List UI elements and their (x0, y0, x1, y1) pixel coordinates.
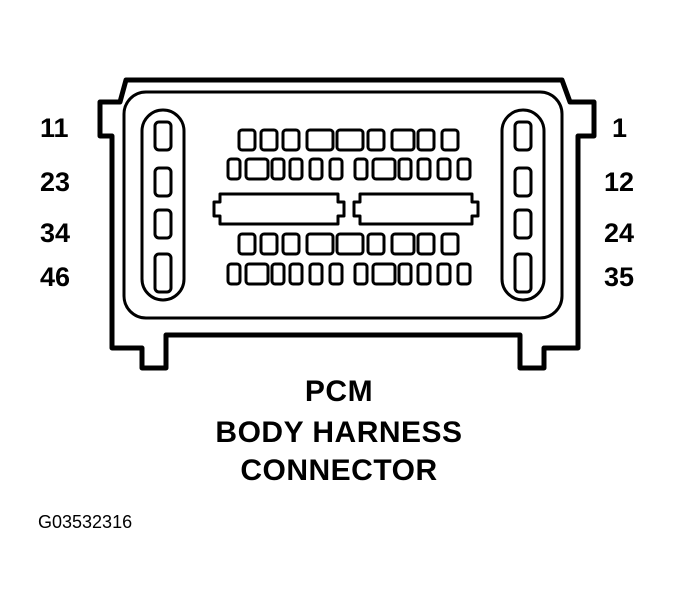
center-pin-cavity (371, 157, 397, 181)
center-pin-cavity (237, 128, 257, 152)
center-pin-cavity (390, 128, 416, 152)
center-pin-cavity (436, 157, 452, 181)
center-pin-cavity (440, 128, 460, 152)
center-pin-cavity (353, 262, 369, 286)
center-pin-cavity (308, 262, 324, 286)
center-pin-cavity (456, 262, 472, 286)
center-pin-cavity (270, 262, 286, 286)
center-pin-cavity (397, 157, 413, 181)
caption-line-2: BODY HARNESS (215, 416, 463, 449)
pin-label-right-row-1: 1 (612, 113, 628, 143)
pin-label-left-row-1: 11 (40, 113, 69, 143)
pin-label-left-row-3: 34 (40, 218, 71, 248)
center-pin-cavity (226, 262, 242, 286)
center-pin-cavity (226, 157, 242, 181)
left-column-pin-cavity (153, 120, 173, 152)
center-pin-cavity (390, 232, 416, 256)
center-pin-cavity (366, 128, 386, 152)
pin-label-left-row-4: 46 (40, 262, 71, 292)
center-pin-cavity (288, 262, 304, 286)
left-latch (212, 192, 346, 226)
pin-label-right-row-3: 24 (604, 218, 635, 248)
right-latch (352, 192, 480, 226)
left-pin-column (140, 108, 186, 302)
pin-label-right-row-4: 35 (604, 262, 635, 292)
center-pin-cavity (259, 128, 279, 152)
center-pin-cavity (305, 232, 335, 256)
center-pin-cavity (416, 157, 432, 181)
right-column-pin-cavity (513, 120, 533, 152)
caption-line-3: CONNECTOR (240, 454, 438, 487)
right-column-pin-cavity (513, 252, 533, 294)
right-pin-column (500, 108, 546, 302)
center-pin-cavity (335, 232, 365, 256)
left-column-pin-cavity (153, 208, 173, 240)
center-pin-cavity (416, 232, 436, 256)
connector-outer-shell (97, 77, 597, 371)
center-pin-cavity (440, 232, 460, 256)
center-pin-cavity (237, 232, 257, 256)
figure-id: G03532316 (38, 512, 133, 532)
center-pin-cavity (259, 232, 279, 256)
center-pin-cavity (416, 128, 436, 152)
pin-label-left-row-2: 23 (40, 167, 71, 197)
center-pin-cavity (244, 157, 270, 181)
center-pin-cavity (281, 128, 301, 152)
caption-line-1: PCM (304, 375, 374, 408)
center-pin-cavity (305, 128, 335, 152)
center-pin-cavity (397, 262, 413, 286)
center-pin-cavity (270, 157, 286, 181)
center-pin-cavity (288, 157, 304, 181)
center-pin-cavity (281, 232, 301, 256)
center-pin-cavity (328, 262, 344, 286)
pin-label-right-row-2: 12 (604, 167, 635, 197)
center-pin-cavity (308, 157, 324, 181)
center-pin-cavity (244, 262, 270, 286)
center-pin-cavity (328, 157, 344, 181)
center-pin-cavity (371, 262, 397, 286)
right-column-pin-cavity (513, 208, 533, 240)
center-pin-cavity (436, 262, 452, 286)
center-pin-cavity (353, 157, 369, 181)
center-pin-cavity (456, 157, 472, 181)
center-pin-cavity (366, 232, 386, 256)
center-pin-cavity (335, 128, 365, 152)
connector-inner-body (122, 90, 564, 320)
center-pin-cavity (416, 262, 432, 286)
left-column-pin-cavity (153, 166, 173, 198)
right-column-pin-cavity (513, 166, 533, 198)
left-column-pin-cavity (153, 252, 173, 294)
